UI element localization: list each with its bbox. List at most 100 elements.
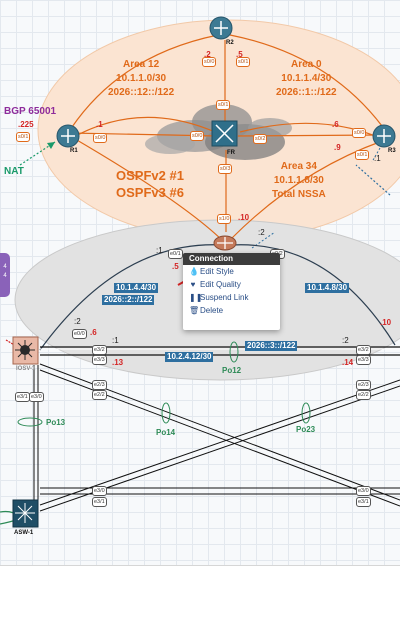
ifc-iosv-e32[interactable]: e3/2 (92, 345, 107, 355)
ip-iosv-6: .6 (90, 328, 97, 337)
menu-item-suspend-link[interactable]: ❚❚ Suspend Link (183, 291, 280, 304)
trash-icon: 🗑 (189, 306, 200, 315)
label-r2: R2 (226, 40, 234, 46)
link-r3-r4 (231, 139, 386, 239)
ifc-asw-e31[interactable]: e3/1 (92, 497, 107, 507)
router-r2[interactable] (209, 16, 233, 40)
ifc-r1-s00[interactable]: s0/0 (93, 133, 108, 143)
ifc-fr-s02[interactable]: s0/2 (253, 134, 268, 144)
po23-label: Po23 (296, 425, 316, 434)
switch-asw-1[interactable] (12, 499, 39, 528)
ip-r4-right-2: :2 (258, 228, 265, 237)
network-label-10-2-4-12: 10.2.4.12/30 (165, 352, 214, 362)
ifc-sw-e23[interactable]: e2/3 (92, 380, 107, 390)
ip-r3-top: .6 (332, 120, 339, 129)
ifc-iosv-e30[interactable]: e3/0 (29, 392, 44, 402)
connection-context-menu: Connection 💧 Edit Style ♥ Edit Quality ❚… (183, 253, 280, 330)
heart-pulse-icon: ♥ (190, 280, 196, 289)
menu-item-suspend-link-label: Suspend Link (200, 293, 249, 302)
router-r1[interactable] (56, 124, 80, 148)
ip-right-14: .14 (342, 358, 354, 367)
ifc-right-e22[interactable]: e2/2 (356, 390, 371, 400)
menu-item-edit-style-label: Edit Style (200, 267, 234, 276)
bottom-panel (0, 565, 400, 626)
ip-r3-1: :1 (374, 154, 381, 163)
po13-marker (17, 417, 43, 427)
label-fr: FR (227, 150, 235, 156)
po14-marker (161, 402, 171, 424)
menu-item-edit-quality-label: Edit Quality (200, 280, 241, 289)
menu-item-delete-label: Delete (200, 306, 224, 315)
ifc-sw-e22[interactable]: e2/2 (92, 390, 107, 400)
ip-right-10: .10 (380, 318, 392, 327)
label-r3: R3 (388, 148, 396, 154)
ifc-r3-s01[interactable]: s0/1 (355, 150, 370, 160)
menu-item-edit-style[interactable]: 💧 Edit Style (183, 265, 280, 278)
ifc-right-e31[interactable]: e3/1 (356, 497, 371, 507)
ifc-fr-s00[interactable]: s0/0 (190, 131, 205, 141)
link-r1-r2 (69, 34, 219, 131)
network-label-2026-3: 2026::3::/122 (245, 341, 298, 351)
ip-r4-left-1: :1 (156, 246, 163, 255)
ip-r3-bottom: .9 (334, 143, 341, 152)
network-label-10-1-4-8: 10.1.4.8/30 (305, 283, 350, 293)
ifc-r4-s10[interactable]: s1/0 (217, 214, 232, 224)
switch-iosv-1[interactable] (12, 336, 39, 365)
menu-item-edit-quality[interactable]: ♥ Edit Quality (183, 278, 280, 291)
nat-label: NAT (4, 166, 24, 177)
ip-iosv-13: .13 (112, 358, 124, 367)
ip-right-2: :2 (342, 336, 349, 345)
side-tab-line-2: 4 (3, 273, 7, 279)
label-iosv-1: IOSV-1 (16, 366, 36, 372)
link-r4-right (231, 244, 396, 346)
router-r3[interactable] (372, 124, 396, 148)
link-r2-r3 (229, 34, 386, 131)
po12-label: Po12 (222, 366, 242, 375)
ospfv2-label: OSPFv2 #1 (116, 168, 184, 183)
ip-r4-top: .10 (238, 213, 250, 222)
ip-r2-left: .2 (204, 50, 211, 59)
ifc-fr-s03[interactable]: s0/3 (218, 164, 233, 174)
ifc-right-e32[interactable]: e3/2 (356, 345, 371, 355)
ifc-right-e33[interactable]: e3/3 (356, 355, 371, 365)
side-tab-line-1: 4 (3, 264, 7, 270)
link-r1-fr-lower (71, 116, 216, 139)
ifc-iosv-e00[interactable]: e0/0 (72, 329, 87, 339)
menu-item-delete[interactable]: 🗑 Delete (183, 304, 280, 317)
area-34-label: Area 34 10.1.1.8/30 Total NSSA (272, 161, 326, 200)
ifc-r2-s00[interactable]: s0/0 (202, 57, 217, 67)
access-links (39, 244, 396, 351)
ospfv3-label: OSPFv3 #6 (116, 185, 184, 200)
ip-r4-left-5: .5 (172, 262, 179, 271)
ifc-r4-e01[interactable]: e0/1 (168, 249, 183, 259)
ifc-r3-s00[interactable]: s0/0 (352, 128, 367, 138)
topology-canvas[interactable]: R2 R1 R3 FR IOSV-1 ASW-1 Area 12 10.1.1.… (0, 0, 400, 565)
side-panel-tab[interactable]: 4 4 (0, 253, 10, 297)
link-r4-iosv (39, 244, 223, 351)
label-asw-1: ASW-1 (14, 530, 34, 536)
context-menu-title: Connection (183, 253, 280, 265)
ip-r2-right: .5 (236, 50, 243, 59)
ifc-iosv-e31[interactable]: e3/1 (15, 392, 30, 402)
ifc-right-e23[interactable]: e2/3 (356, 380, 371, 390)
router-r4[interactable] (213, 235, 237, 251)
ifc-asw-e30[interactable]: e3/0 (92, 486, 107, 496)
pause-icon: ❚❚ (189, 293, 203, 302)
ifc-iosv-e33[interactable]: e3/3 (92, 355, 107, 365)
po13-label: Po13 (46, 418, 66, 427)
ifc-r2-s01[interactable]: s0/1 (236, 57, 251, 67)
ip-r1-225: .225 (18, 120, 34, 129)
ip-iosv-2: :2 (74, 317, 81, 326)
po-markers (17, 402, 311, 427)
label-r1: R1 (70, 148, 78, 154)
link-r1-r3-upper (69, 135, 223, 241)
nat-arrow (19, 141, 56, 166)
droplet-icon: 💧 (189, 267, 199, 276)
ifc-r1-s01[interactable]: s0/1 (16, 132, 31, 142)
frame-relay-switch[interactable] (211, 120, 238, 147)
ifc-fr-s01[interactable]: s0/1 (216, 100, 231, 110)
area-12-label: Area 12 10.1.1.0/30 2026::12::/122 (108, 59, 175, 98)
crossing-links (33, 363, 400, 512)
po23-marker (301, 402, 311, 424)
ifc-right-e30[interactable]: e3/0 (356, 486, 371, 496)
